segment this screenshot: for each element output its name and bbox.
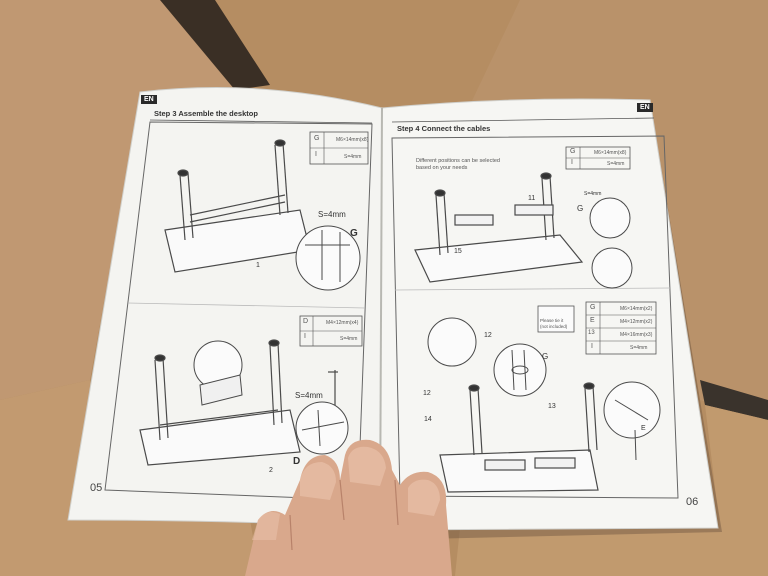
left-callout-2: 2 — [269, 467, 273, 474]
zoom-circle-right-a — [589, 197, 631, 239]
right-divider — [394, 287, 671, 291]
right-parts-bottom-spec-1: M4×12mm(x2) — [620, 319, 653, 325]
right-callout-15: 15 — [454, 248, 462, 255]
left-divider — [127, 302, 366, 309]
left-step-title: Step 3 Assemble the desktop — [154, 109, 258, 118]
left-label-d-bottom: D — [293, 456, 301, 467]
right-parts-bottom-key-2: 13 — [588, 330, 595, 336]
right-callout-11: 11 — [528, 195, 536, 202]
left-label-g-top: G — [350, 228, 358, 239]
right-parts-bottom-key-1: E — [590, 317, 595, 324]
desk-drawing-right-bottom — [439, 382, 599, 493]
cardboard-gap — [160, 0, 270, 90]
left-page-number: 05 — [90, 482, 103, 494]
right-title-line — [391, 117, 655, 123]
hand — [245, 439, 452, 576]
left-label-s-top: S=4mm — [318, 210, 346, 219]
right-page-number: 06 — [686, 496, 699, 508]
right-parts-bottom-key-3: I — [591, 343, 593, 350]
left-parts-bottom-spec-1: S=4mm — [340, 336, 358, 342]
right-parts-top-key-0: G — [570, 148, 576, 155]
cardboard-bottom-right — [455, 405, 768, 576]
right-label-g: G — [577, 204, 584, 213]
left-lang-tag: EN — [141, 95, 157, 104]
right-callout-12a: 12 — [484, 332, 492, 339]
right-parts-bottom-spec-2: M4×16mm(x3) — [620, 332, 653, 338]
right-callout-12b: 12 — [423, 390, 431, 397]
zoom-circle-right-b — [591, 247, 633, 289]
right-step-frame — [391, 135, 679, 499]
desk-drawing-right-top — [414, 172, 584, 283]
zoom-circle-top — [295, 225, 361, 291]
zoom-circle-bottom — [295, 401, 349, 455]
right-note: Different positions can be selected base… — [416, 158, 500, 171]
zoom-circle-mount — [493, 343, 547, 397]
desk-drawing-bottom — [139, 339, 338, 466]
left-label-s-bottom: S=4mm — [295, 391, 323, 400]
right-parts-top-spec-0: M6×14mm(x8) — [594, 150, 627, 156]
right-label-e: E — [641, 425, 646, 432]
left-title-line — [149, 119, 373, 124]
right-label-s: S=4mm — [584, 191, 602, 197]
left-parts-bottom-spec-0: M4×12mm(x4) — [326, 320, 359, 326]
please-tie-box — [537, 305, 575, 333]
left-parts-top-spec-1: S=4mm — [344, 154, 362, 160]
zoom-circle-cable — [427, 317, 477, 367]
left-parts-top-spec-0: M6×14mm(x8) — [336, 137, 369, 143]
left-parts-top-key-0: G — [314, 135, 320, 142]
please-tie-label: Please tie it (not included) — [540, 318, 568, 329]
cardboard-bottom — [0, 380, 260, 576]
right-parts-bottom-spec-0: M6×14mm(x2) — [620, 306, 653, 312]
right-parts-bottom-spec-3: S=4mm — [630, 345, 648, 351]
left-callout-1: 1 — [256, 262, 260, 269]
right-label-g-mid: G — [542, 352, 549, 361]
right-parts-top-spec-1: S=4mm — [607, 161, 625, 167]
right-callout-14: 14 — [424, 416, 432, 423]
cardboard-gap-right — [700, 380, 768, 420]
cardboard-flap-left — [0, 0, 250, 400]
right-lang-tag: EN — [637, 103, 653, 112]
right-parts-bottom-key-0: G — [590, 304, 596, 311]
left-parts-bottom-key-1: I — [304, 333, 306, 340]
right-step-title: Step 4 Connect the cables — [397, 124, 491, 133]
right-callout-13: 13 — [548, 403, 556, 410]
left-parts-bottom-key-0: D — [303, 318, 309, 325]
left-parts-top-key-1: I — [315, 151, 317, 158]
right-parts-top-key-1: I — [571, 159, 573, 166]
